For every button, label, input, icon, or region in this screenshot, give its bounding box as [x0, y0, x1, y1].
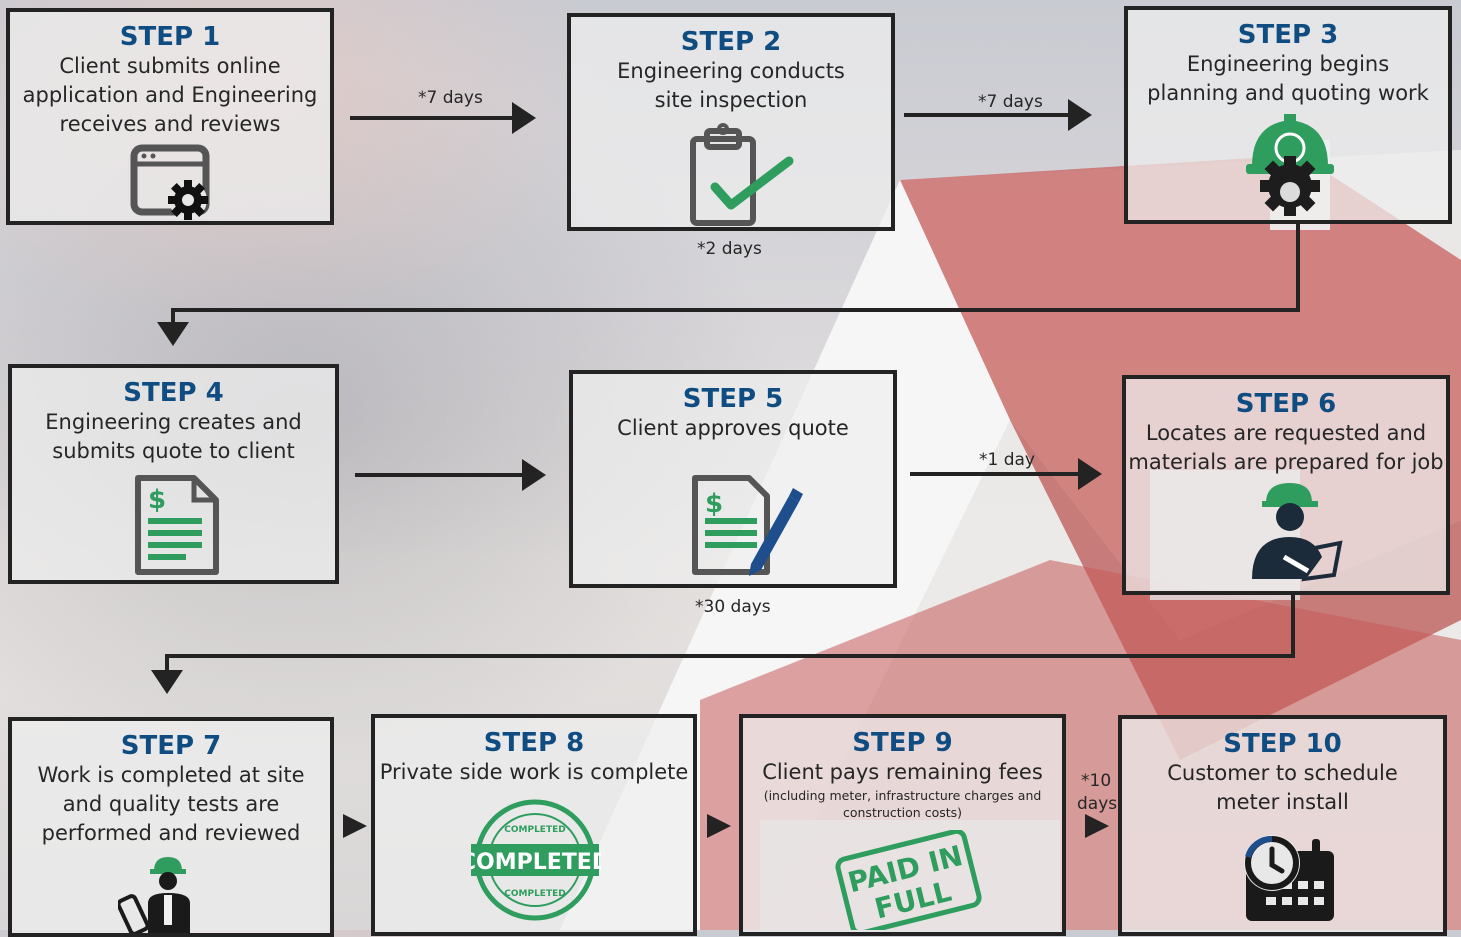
step-4-box: STEP 4 Engineering creates and submits q…	[8, 364, 339, 584]
step-6-desc-line1: Locates are requested and	[1145, 421, 1427, 445]
arrow-8-9	[707, 814, 731, 838]
step-7-desc-line2: and quality tests are	[62, 792, 280, 816]
completed-stamp-ring-bottom: COMPLETED	[504, 889, 565, 899]
step-9-box: STEP 9 Client pays remaining fees (inclu…	[739, 714, 1066, 936]
step-4-desc-line2: submits quote to client	[52, 439, 295, 463]
worker-blueprint-icon	[118, 857, 190, 933]
arrow-9-10	[1085, 814, 1109, 838]
step-5-box: STEP 5 Client approves quote $	[569, 370, 897, 588]
step-3-desc-line1: Engineering begins	[1186, 52, 1390, 76]
step-2-title: STEP 2	[680, 27, 782, 57]
step-10-title: STEP 10	[1223, 729, 1342, 759]
duration-1-2: *7 days	[418, 88, 483, 108]
calendar-clock-icon	[1244, 835, 1334, 921]
step-10-box: STEP 10 Customer to schedule meter insta…	[1118, 715, 1447, 936]
arrow-7-8	[343, 814, 367, 838]
paid-in-full-stamp-icon: PAID IN FULL	[835, 830, 982, 930]
step-7-title: STEP 7	[120, 731, 222, 761]
step-7-desc-line3: performed and reviewed	[41, 821, 301, 845]
step-3-desc-line2: planning and quoting work	[1147, 81, 1429, 105]
step-8-box: STEP 8 Private side work is complete COM…	[371, 714, 697, 936]
step-6-title: STEP 6	[1235, 389, 1337, 419]
step-2-box: STEP 2 Engineering conducts site inspect…	[567, 13, 895, 231]
step-7-desc-line1: Work is completed at site	[37, 763, 305, 787]
duration-5-6: *1 day	[979, 450, 1035, 470]
step-7-box: STEP 7 Work is completed at site and qua…	[8, 717, 334, 937]
completed-stamp-icon: COMPLETED COMPLETED COMPLETED	[471, 799, 601, 921]
step-3-title: STEP 3	[1237, 20, 1339, 50]
duration-2-3: *7 days	[978, 92, 1043, 112]
step-6-desc-line2: materials are prepared for job	[1128, 450, 1444, 474]
step-10-desc-line1: Customer to schedule	[1167, 761, 1398, 785]
step-5-desc-line1: Client approves quote	[617, 416, 849, 440]
step-9-sub-line1: (including meter, infrastructure charges…	[763, 788, 1042, 803]
step-10-desc-line2: meter install	[1216, 790, 1349, 814]
browser-gear-icon	[130, 144, 210, 220]
step-1-box: STEP 1 Client submits online application…	[6, 8, 334, 225]
step-8-title: STEP 8	[483, 728, 585, 758]
step-2-desc-line2: site inspection	[654, 88, 808, 112]
step-5-title: STEP 5	[682, 384, 784, 414]
duration-9-10-line1: *10	[1081, 771, 1112, 791]
step-3-box: STEP 3 Engineering begins planning and q…	[1124, 6, 1452, 224]
step-2-desc-line1: Engineering conducts	[617, 59, 845, 83]
step-1-title: STEP 1	[119, 22, 221, 52]
arrow-6-7	[151, 595, 1295, 694]
step-9-sub-line2: construction costs)	[842, 805, 963, 820]
quote-dollar-sign: $	[148, 485, 166, 515]
step-4-desc-line1: Engineering creates and	[45, 410, 302, 434]
step-1-desc-line1: Client submits online	[59, 54, 281, 78]
step-6-box: STEP 6 Locates are requested and materia…	[1122, 375, 1450, 595]
step-8-desc-line1: Private side work is complete	[379, 760, 689, 784]
step-9-title: STEP 9	[852, 728, 953, 758]
step-4-title: STEP 4	[123, 378, 224, 408]
duration-step-2: *2 days	[697, 239, 762, 259]
arrow-3-4	[157, 224, 1300, 346]
worker-clipboard-icon	[1252, 483, 1343, 582]
clipboard-check-icon	[690, 123, 794, 226]
quote-document-icon: $	[135, 475, 219, 575]
duration-9-10-line2: days	[1077, 794, 1118, 814]
signed-quote-dollar-sign: $	[705, 489, 723, 519]
completed-stamp-ring-top: COMPLETED	[504, 825, 565, 835]
duration-step-5: *30 days	[695, 597, 771, 617]
hardhat-gear-icon	[1246, 114, 1334, 216]
step-1-desc-line2: application and Engineering	[22, 83, 318, 107]
step-9-desc-line1: Client pays remaining fees	[762, 760, 1043, 784]
completed-stamp-text: COMPLETED	[471, 850, 601, 875]
step-1-desc-line3: receives and reviews	[59, 112, 281, 136]
signed-quote-icon: $	[692, 475, 803, 576]
